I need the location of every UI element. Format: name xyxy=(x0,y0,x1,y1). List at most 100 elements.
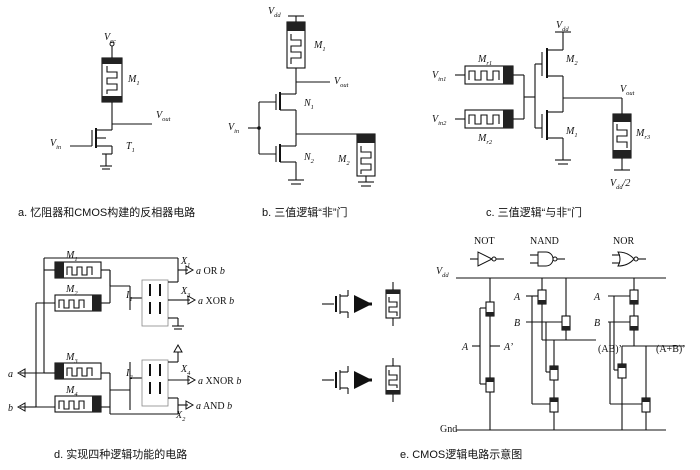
d-input-b: b xyxy=(8,403,13,414)
m1-label: M xyxy=(127,74,137,85)
c-vdd2-sub: dd xyxy=(616,184,623,191)
svg-text:Vdd: Vdd xyxy=(556,20,569,33)
c-m1-sub: 1 xyxy=(574,132,577,139)
d-m4-sub: 4 xyxy=(74,391,78,398)
d-m3-label: M xyxy=(65,352,75,363)
vcc-sub: cc xyxy=(110,38,116,45)
b-m1-label: M xyxy=(313,40,323,51)
e-not-output-a: A xyxy=(503,342,511,353)
t1-label: T xyxy=(126,141,133,152)
svg-text:I2: I2 xyxy=(125,368,133,381)
svg-text:M1: M1 xyxy=(65,250,78,263)
d-xor-a: a xyxy=(198,296,203,307)
svg-text:Mr2: Mr2 xyxy=(477,133,493,146)
svg-text:Vin: Vin xyxy=(50,138,61,151)
e-nor-label: NOR xyxy=(613,236,634,247)
d-m3-sub: 3 xyxy=(73,358,78,365)
c-mr3-label: M xyxy=(635,128,645,139)
d-and-op: AND xyxy=(201,401,227,412)
t1-sub: 1 xyxy=(132,147,135,154)
d-xor-b: b xyxy=(229,296,234,307)
c-mr1-label: M xyxy=(477,54,487,65)
d-m1-sub: 1 xyxy=(74,256,77,263)
d-x1-sub: 1 xyxy=(187,262,190,269)
caption-d: d. 实现四种逻辑功能的电路 xyxy=(54,449,188,461)
c-vdd2-tail: /2 xyxy=(622,178,631,189)
svg-text:Mr3: Mr3 xyxy=(635,128,651,141)
b-m2-label: M xyxy=(337,154,347,165)
b-vin-sub: in xyxy=(234,128,239,135)
panel-d-four-logic: M1 M2 M3 M4 I1 I2 X1 X3 X4 X2 a OR b a X… xyxy=(8,250,241,423)
svg-text:M1: M1 xyxy=(127,74,140,87)
b-vout-sub: out xyxy=(340,82,349,89)
panel-e-cmos: NOT NAND NOR Vdd Gnd A A’ xyxy=(436,236,686,435)
e-not-output-prime: ’ xyxy=(510,342,514,353)
e-vdd-label: V xyxy=(436,266,444,277)
svg-text:N2: N2 xyxy=(303,152,315,165)
c-vdd-label: V xyxy=(556,20,564,31)
b-m2-sub: 2 xyxy=(346,160,350,167)
svg-text:a AND b: a AND b xyxy=(196,401,232,412)
e-not-label: NOT xyxy=(474,236,495,247)
svg-text:Vout: Vout xyxy=(156,110,171,123)
e-vdd-sub: dd xyxy=(442,272,449,279)
b-n1-label: N xyxy=(303,98,312,109)
e-gnd-label: Gnd xyxy=(440,424,457,435)
svg-text:Vdd: Vdd xyxy=(436,266,449,279)
e-nor-output: (A+B)’ xyxy=(656,344,686,355)
svg-text:Vout: Vout xyxy=(334,76,349,89)
panel-e-analogy xyxy=(322,282,401,402)
d-xnor-b: b xyxy=(236,376,241,387)
d-i2-label: I xyxy=(125,368,130,379)
c-vin2-sub: in2 xyxy=(438,120,447,127)
b-vout-label: V xyxy=(334,76,342,87)
panel-a-inverter: Vcc M1 Vout Vin T1 xyxy=(50,32,171,170)
svg-text:X4: X4 xyxy=(180,364,191,377)
svg-text:M3: M3 xyxy=(65,352,78,365)
svg-text:X1: X1 xyxy=(180,256,190,269)
d-xnor-a: a xyxy=(198,376,203,387)
d-and-b: b xyxy=(227,401,232,412)
b-n2-sub: 2 xyxy=(311,158,315,165)
d-i2-sub: 2 xyxy=(129,374,133,381)
c-vout-label: V xyxy=(620,84,628,95)
c-mr2-label: M xyxy=(477,133,487,144)
b-m1-sub: 1 xyxy=(322,46,325,53)
panel-b-ternary-not: Vdd M1 Vout N1 Vin N2 M2 xyxy=(228,6,376,187)
panel-c-ternary-nand: Vdd Mr1 M2 Vin1 Vout Vin2 Mr2 M1 Mr3 Vdd… xyxy=(432,20,651,191)
svg-text:M1: M1 xyxy=(313,40,326,53)
d-xnor-op: XNOR xyxy=(203,376,236,387)
d-x1-label: X xyxy=(180,256,188,267)
c-m1-label: M xyxy=(565,126,575,137)
e-nand-label: NAND xyxy=(530,236,559,247)
svg-text:M1: M1 xyxy=(565,126,578,139)
d-m2-label: M xyxy=(65,284,75,295)
d-m1-label: M xyxy=(65,250,75,261)
caption-b: b. 三值逻辑“非”门 xyxy=(262,207,348,219)
d-x3-sub: 3 xyxy=(186,292,191,299)
c-vdd-sub: dd xyxy=(562,26,569,33)
svg-text:Vcc: Vcc xyxy=(104,32,116,45)
c-vin2-label: V xyxy=(432,114,440,125)
vout-label: V xyxy=(156,110,164,121)
d-x4-sub: 4 xyxy=(187,370,191,377)
svg-text:A’: A’ xyxy=(503,342,514,353)
svg-text:Vdd: Vdd xyxy=(268,6,281,19)
d-x3-label: X xyxy=(180,286,188,297)
d-x2-label: X xyxy=(175,410,183,421)
e-nor-input-a: A xyxy=(593,292,601,303)
vin-sub: in xyxy=(56,144,61,151)
b-vin-label: V xyxy=(228,122,236,133)
svg-text:Vin2: Vin2 xyxy=(432,114,447,127)
c-mr1-sub: r1 xyxy=(486,60,492,67)
svg-text:T1: T1 xyxy=(126,141,135,154)
d-x2-sub: 2 xyxy=(182,416,186,423)
c-vout-sub: out xyxy=(626,90,635,97)
b-n2-label: N xyxy=(303,152,312,163)
c-vin1-sub: in1 xyxy=(438,76,446,83)
c-vin1-label: V xyxy=(432,70,440,81)
e-nand-input-b: B xyxy=(514,318,520,329)
d-m2-sub: 2 xyxy=(74,290,78,297)
b-vdd-sub: dd xyxy=(274,12,281,19)
